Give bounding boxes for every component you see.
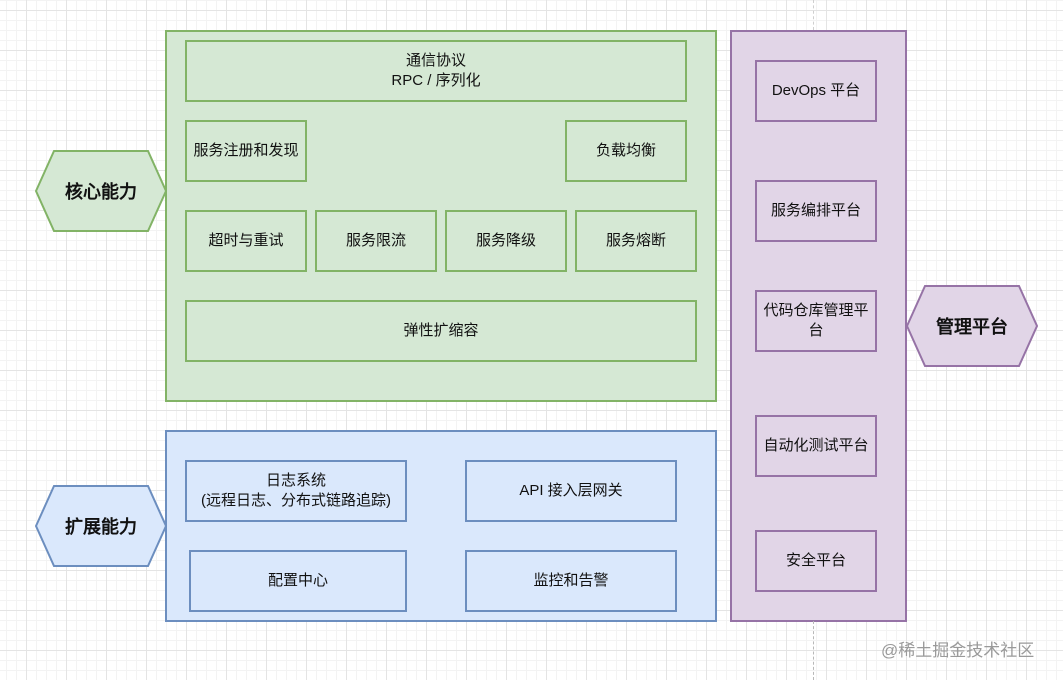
automated-testing-box[interactable]: 自动化测试平台 [755, 415, 877, 477]
core-capabilities-hexagon[interactable]: 核心能力 [35, 150, 167, 232]
repo-management-box[interactable]: 代码仓库管理平 台 [755, 290, 877, 352]
guide-line-top [813, 0, 814, 30]
api-gateway-box[interactable]: API 接入层网关 [465, 460, 677, 522]
protocol-label: 通信协议 RPC / 序列化 [391, 52, 481, 89]
circuit-break-box[interactable]: 服务熔断 [575, 210, 697, 272]
extension-capabilities-hexagon[interactable]: 扩展能力 [35, 485, 167, 567]
config-center-label: 配置中心 [267, 572, 328, 589]
rate-limit-label: 服务限流 [345, 232, 406, 249]
degrade-box[interactable]: 服务降级 [445, 210, 567, 272]
repo-management-label: 代码仓库管理平 台 [763, 302, 869, 339]
service-registry-box[interactable]: 服务注册和发现 [185, 120, 307, 182]
circuit-break-label: 服务熔断 [605, 232, 666, 249]
timeout-retry-label: 超时与重试 [208, 232, 284, 249]
hexagon-shape [35, 150, 167, 232]
security-platform-box[interactable]: 安全平台 [755, 530, 877, 592]
autoscale-label: 弹性扩缩容 [403, 322, 479, 339]
hexagon-shape [35, 485, 167, 567]
devops-platform-label: DevOps 平台 [771, 82, 861, 99]
autoscale-box[interactable]: 弹性扩缩容 [185, 300, 697, 362]
automated-testing-label: 自动化测试平台 [763, 437, 869, 454]
guide-line-bottom [813, 621, 814, 680]
logging-label: 日志系统 (远程日志、分布式链路追踪) [201, 472, 391, 509]
load-balance-box[interactable]: 负载均衡 [565, 120, 687, 182]
degrade-label: 服务降级 [475, 232, 536, 249]
logging-box[interactable]: 日志系统 (远程日志、分布式链路追踪) [185, 460, 407, 522]
management-platform-label: 管理平台 [936, 317, 1008, 337]
config-center-box[interactable]: 配置中心 [189, 550, 407, 612]
monitoring-label: 监控和告警 [533, 572, 609, 589]
protocol-box[interactable]: 通信协议 RPC / 序列化 [185, 40, 687, 102]
service-registry-label: 服务注册和发现 [193, 142, 299, 159]
rate-limit-box[interactable]: 服务限流 [315, 210, 437, 272]
timeout-retry-box[interactable]: 超时与重试 [185, 210, 307, 272]
core-capabilities-label: 核心能力 [65, 182, 137, 202]
monitoring-box[interactable]: 监控和告警 [465, 550, 677, 612]
security-platform-label: 安全平台 [785, 552, 846, 569]
extension-capabilities-label: 扩展能力 [65, 517, 137, 537]
hexagon-shape [906, 285, 1038, 367]
load-balance-label: 负载均衡 [595, 142, 656, 159]
devops-platform-box[interactable]: DevOps 平台 [755, 60, 877, 122]
api-gateway-label: API 接入层网关 [519, 482, 623, 499]
watermark: @稀土掘金技术社区 [881, 641, 1035, 660]
orchestration-platform-box[interactable]: 服务编排平台 [755, 180, 877, 242]
orchestration-platform-label: 服务编排平台 [770, 202, 861, 219]
management-platform-hexagon[interactable]: 管理平台 [906, 285, 1038, 367]
